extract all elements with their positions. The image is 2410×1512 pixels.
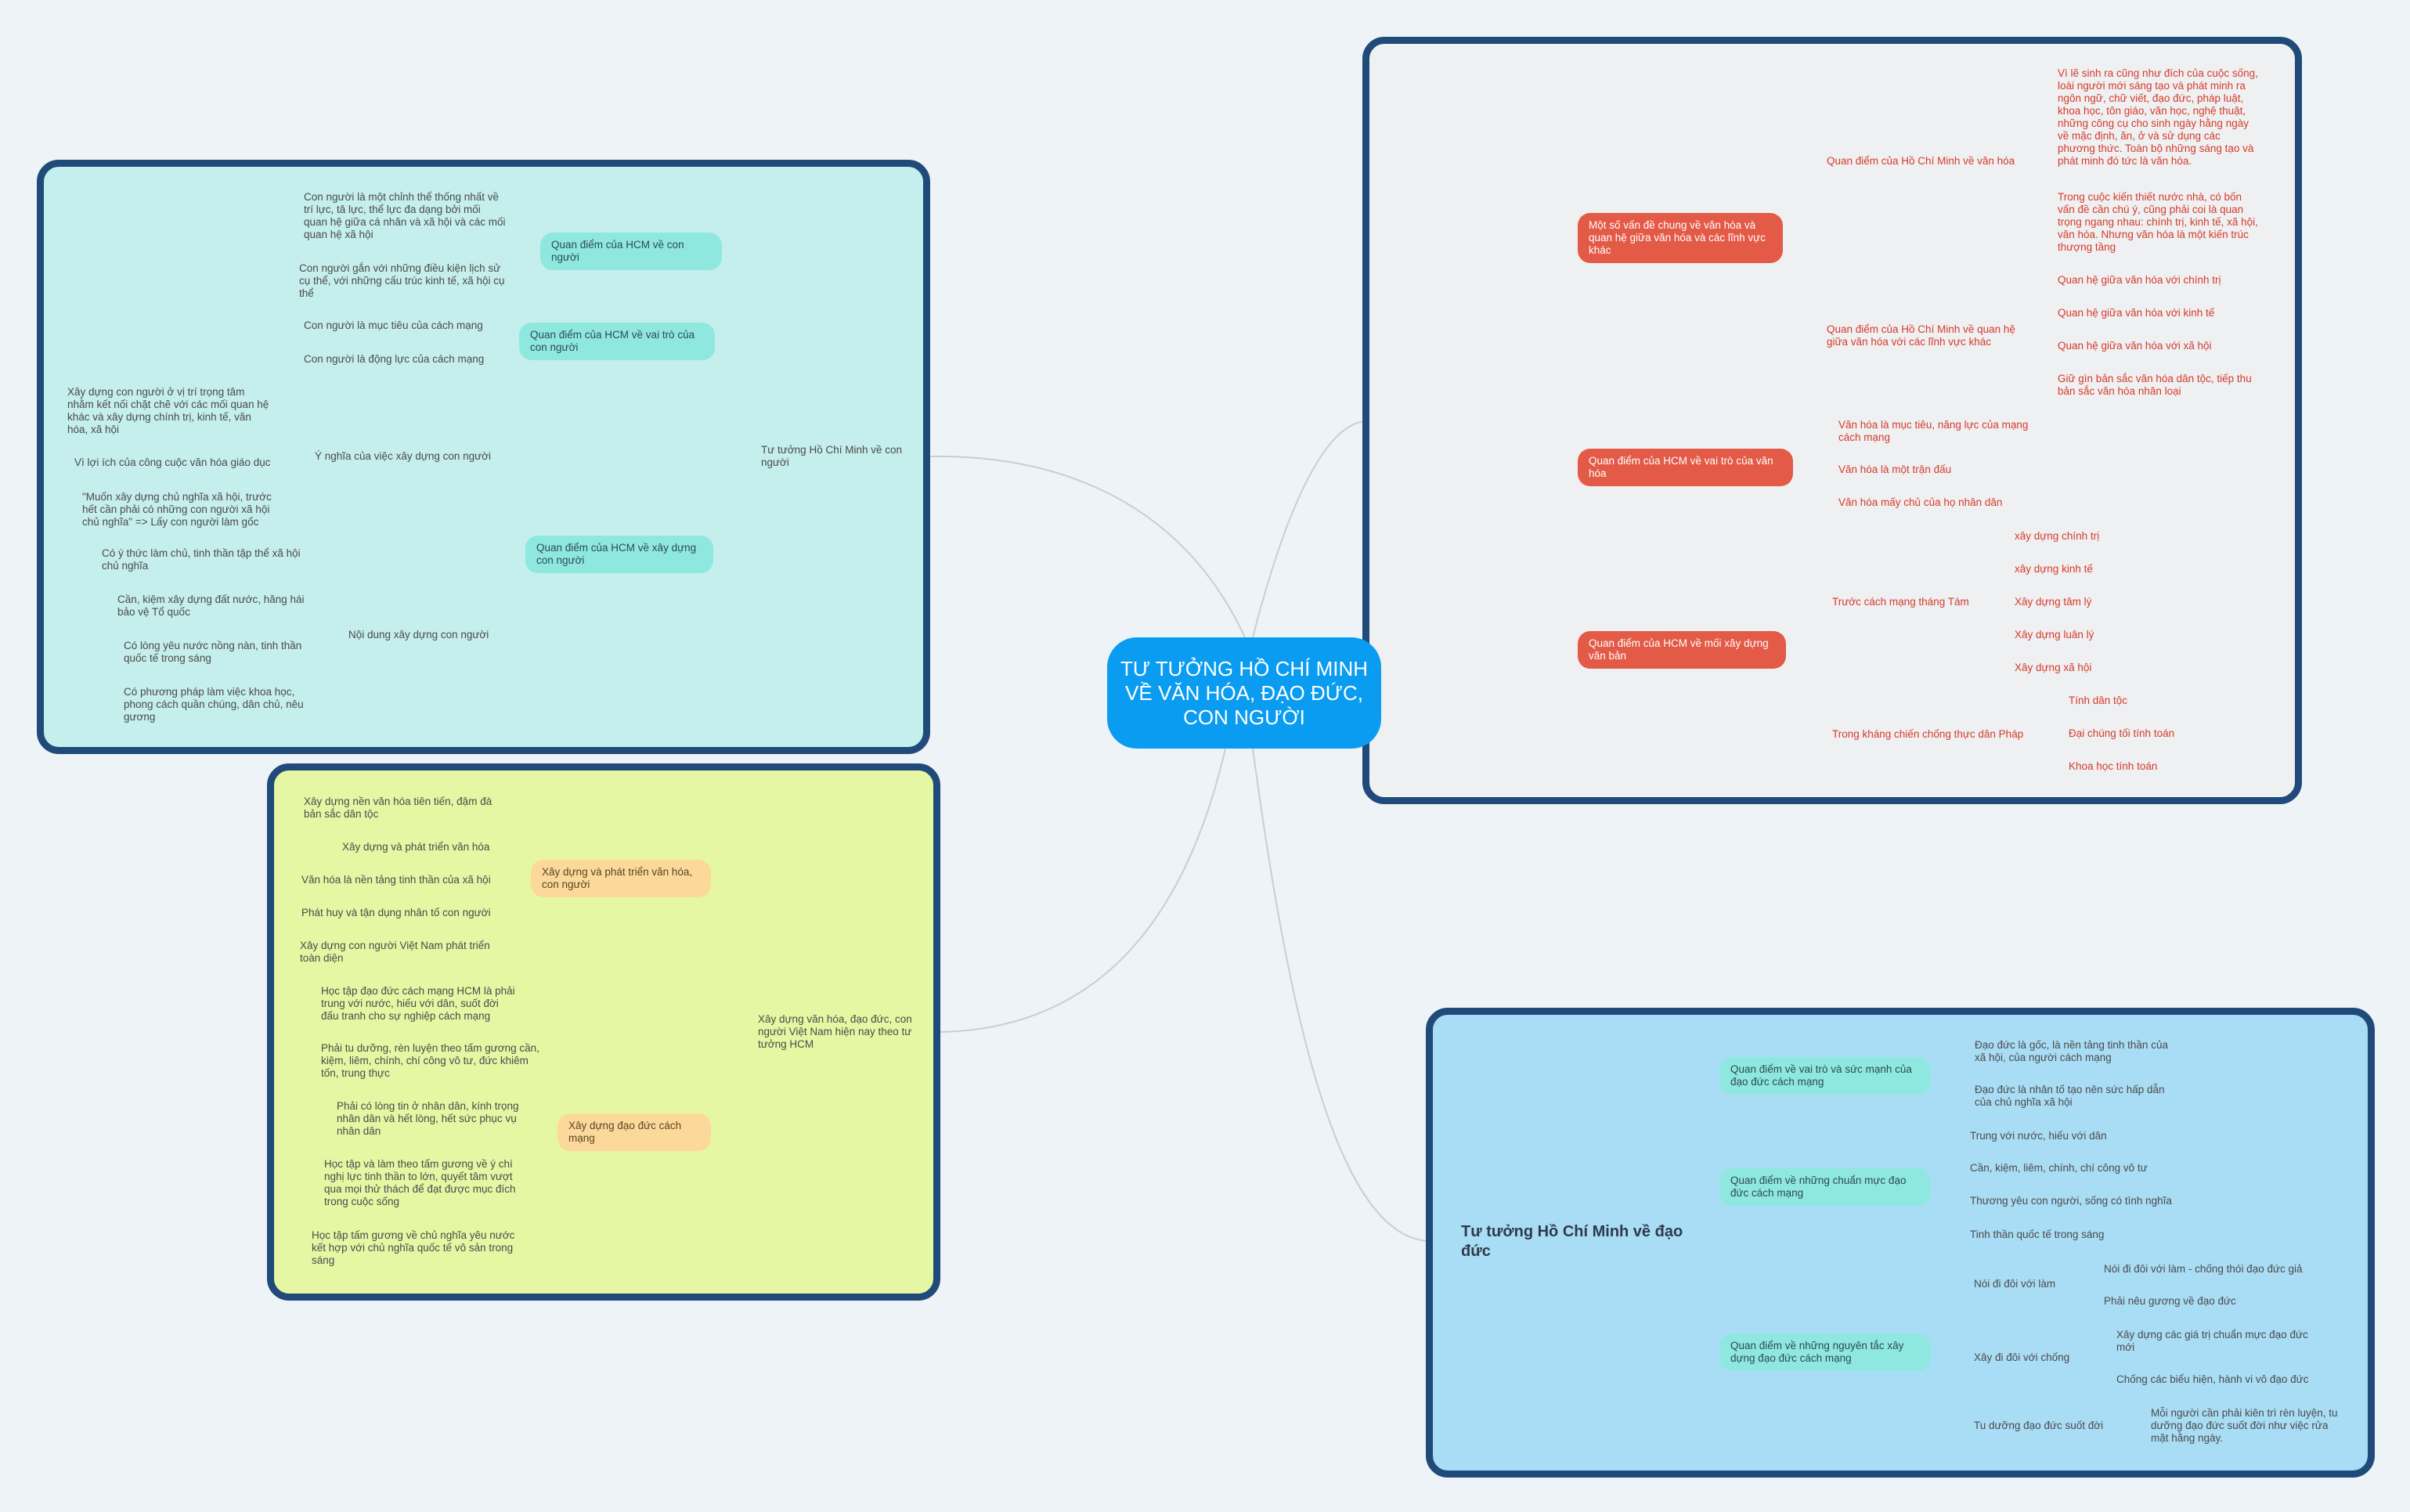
leaf[interactable]: Có lòng yêu nước nồng nàn, tinh thần quố…	[124, 640, 302, 664]
sub-noi-di-doi[interactable]: Nói đi đôi với làm	[1974, 1278, 2056, 1290]
leaf[interactable]: Phải nêu gương về đạo đức	[2104, 1295, 2236, 1307]
leaf[interactable]: Con người gắn với những điều kiện lịch s…	[299, 262, 505, 299]
leaf[interactable]: Học tập tấm gương về chủ nghĩa yêu nước …	[312, 1229, 515, 1266]
panel-van-hoa	[1362, 37, 2302, 804]
panel-con-nguoi	[37, 160, 930, 754]
leaf[interactable]: Vì lợi ích của công cuộc văn hóa giáo dụ…	[74, 456, 271, 468]
leaf[interactable]: Giữ gìn bản sắc văn hóa dân tộc, tiếp th…	[2058, 373, 2252, 397]
sub-xay-di-doi[interactable]: Xây đi đôi với chống	[1974, 1351, 2070, 1363]
leaf[interactable]: Mỗi người cần phải kiên trì rèn luyện, t…	[2151, 1407, 2338, 1444]
leaf[interactable]: Có phương pháp làm việc khoa học, phong …	[124, 686, 304, 723]
sub-quan-he-van-hoa[interactable]: Quan điểm của Hồ Chí Minh về quan hệ giữ…	[1827, 323, 2015, 348]
leaf[interactable]: Văn hóa là nền tảng tinh thần của xã hội	[301, 874, 491, 886]
sub-y-nghia[interactable]: Ý nghĩa của việc xây dựng con người	[315, 450, 492, 462]
leaf[interactable]: Phải có lòng tin ở nhân dân, kính trọng …	[337, 1100, 519, 1137]
leaf[interactable]: Quan hệ giữa văn hóa với kinh tế	[2058, 307, 2215, 319]
leaf[interactable]: Văn hóa mấy chủ của họ nhân dân	[1838, 496, 2003, 508]
leaf[interactable]: Nói đi đôi với làm - chống thói đạo đức …	[2104, 1263, 2303, 1275]
leaf[interactable]: Có ý thức làm chủ, tinh thần tập thể xã …	[102, 547, 301, 572]
root-con-nguoi[interactable]: Tư tưởng Hồ Chí Minh về con người	[761, 444, 902, 468]
branch-xay-dung-van-ban[interactable]: Quan điểm của HCM về mối xây dựng văn bả…	[1578, 631, 1786, 669]
sub-noi-dung[interactable]: Nội dung xây dựng con người	[348, 629, 489, 641]
leaf[interactable]: Chống các biểu hiện, hành vi vô đạo đức	[2116, 1373, 2309, 1385]
branch-chuan-muc-dao-duc[interactable]: Quan điểm về những chuẩn mực đạo đức các…	[1719, 1168, 1931, 1206]
central-topic[interactable]: TƯ TƯỞNG HỒ CHÍ MINH VỀ VĂN HÓA, ĐẠO ĐỨC…	[1107, 637, 1381, 749]
sub-tu-duong[interactable]: Tu dưỡng đạo đức suốt đời	[1974, 1420, 2104, 1431]
branch-quan-diem-con-nguoi[interactable]: Quan điểm của HCM về con người	[540, 233, 722, 270]
branch-van-hoa-con-nguoi[interactable]: Xây dựng và phát triển văn hóa, con ngườ…	[531, 860, 711, 897]
leaf[interactable]: Tinh thần quốc tế trong sáng	[1970, 1229, 2105, 1240]
leaf[interactable]: Học tập và làm theo tấm gương về ý chí n…	[324, 1158, 516, 1207]
leaf[interactable]: Vì lẽ sinh ra cũng như đích của cuộc sốn…	[2058, 67, 2258, 167]
sub-khang-chien[interactable]: Trong kháng chiến chống thực dân Pháp	[1832, 728, 2024, 740]
leaf[interactable]: xây dựng chính trị	[2015, 530, 2100, 542]
root-xay-dung[interactable]: Xây dựng văn hóa, đạo đức, con người Việ…	[758, 1013, 912, 1050]
sub-quan-diem-van-hoa[interactable]: Quan điểm của Hồ Chí Minh về văn hóa	[1827, 155, 2015, 167]
leaf[interactable]: "Muốn xây dựng chủ nghĩa xã hội, trước h…	[82, 491, 272, 528]
leaf[interactable]: Xây dựng xã hội	[2015, 662, 2092, 673]
leaf[interactable]: Con người là mục tiêu của cách mạng	[304, 319, 483, 331]
leaf[interactable]: Thương yêu con người, sống có tình nghĩa	[1970, 1195, 2172, 1207]
leaf[interactable]: Xây dựng con người Việt Nam phát triển t…	[300, 940, 490, 964]
leaf[interactable]: Trong cuộc kiến thiết nước nhà, có bốn v…	[2058, 191, 2258, 253]
leaf[interactable]: Quan hệ giữa văn hóa với xã hội	[2058, 340, 2212, 352]
leaf[interactable]: Đại chúng tối tính toán	[2069, 727, 2175, 739]
leaf[interactable]: Quan hệ giữa văn hóa với chính trị	[2058, 274, 2221, 286]
leaf[interactable]: Phải tu dưỡng, rèn luyện theo tấm gương …	[321, 1042, 539, 1079]
leaf[interactable]: Văn hóa là một trận đấu	[1838, 464, 1952, 475]
root-dao-duc[interactable]: Tư tưởng Hồ Chí Minh về đạo đức	[1461, 1223, 1683, 1260]
leaf[interactable]: Xây dựng tâm lý	[2015, 596, 2092, 608]
panel-xay-dung	[267, 763, 940, 1301]
leaf[interactable]: Cần, kiệm, liêm, chính, chí công vô tư	[1970, 1162, 2148, 1174]
branch-vai-tro-dao-duc[interactable]: Quan điểm về vai trò và sức mạnh của đạo…	[1719, 1057, 1931, 1095]
leaf[interactable]: Xây dựng con người ở vị trí trọng tâm nh…	[67, 386, 269, 435]
leaf[interactable]: Đạo đức là gốc, là nền tảng tinh thần củ…	[1975, 1039, 2168, 1063]
leaf[interactable]: Xây dựng luân lý	[2015, 629, 2094, 641]
leaf[interactable]: xây dựng kinh tế	[2015, 563, 2093, 575]
branch-nguyen-tac-dao-duc[interactable]: Quan điểm về những nguyên tắc xây dựng đ…	[1719, 1333, 1931, 1371]
leaf[interactable]: Cần, kiệm xây dựng đất nước, hăng hái bả…	[117, 594, 305, 618]
leaf[interactable]: Học tập đạo đức cách mạng HCM là phải tr…	[321, 985, 515, 1022]
branch-van-de-chung[interactable]: Một số vấn đề chung về văn hóa và quan h…	[1578, 213, 1783, 263]
sub-truoc-cach-mang[interactable]: Trước cách mạng tháng Tám	[1832, 596, 1969, 608]
leaf[interactable]: Đạo đức là nhân tố tạo nên sức hấp dẫn c…	[1975, 1084, 2165, 1108]
leaf[interactable]: Khoa học tính toán	[2069, 760, 2158, 772]
branch-xay-dung-con-nguoi[interactable]: Quan điểm của HCM về xây dựng con người	[525, 536, 713, 573]
leaf[interactable]: Tính dân tộc	[2069, 695, 2128, 706]
branch-vai-tro-van-hoa[interactable]: Quan điểm của HCM về vai trò của văn hóa	[1578, 449, 1793, 486]
branch-dao-duc-cach-mang[interactable]: Xây dựng đạo đức cách mạng	[557, 1113, 711, 1151]
leaf[interactable]: Văn hóa là mục tiêu, năng lực của mạng c…	[1838, 419, 2029, 443]
leaf[interactable]: Xây dựng nền văn hóa tiên tiến, đậm đà b…	[304, 796, 492, 820]
leaf[interactable]: Xây dựng các giá trị chuẩn mực đạo đức m…	[2116, 1329, 2308, 1353]
branch-vai-tro-con-nguoi[interactable]: Quan điểm của HCM về vai trò của con ngư…	[519, 323, 715, 360]
leaf[interactable]: Trung với nước, hiếu với dân	[1970, 1130, 2107, 1142]
leaf[interactable]: Xây dựng và phát triển văn hóa	[342, 841, 490, 853]
leaf[interactable]: Con người là một chỉnh thể thống nhất về…	[304, 191, 506, 240]
leaf[interactable]: Phát huy và tận dụng nhân tố con người	[301, 907, 491, 918]
leaf[interactable]: Con người là động lực của cách mạng	[304, 353, 485, 365]
